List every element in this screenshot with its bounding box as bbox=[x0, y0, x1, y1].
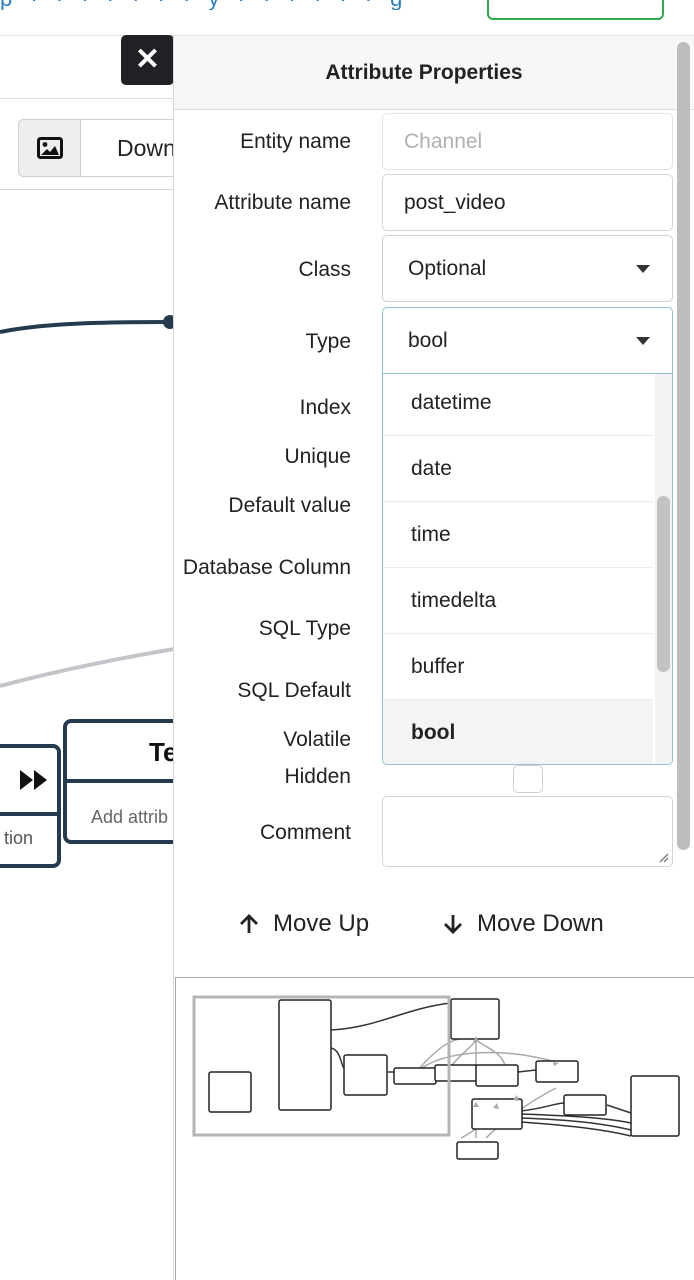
close-panel-button[interactable]: ✕ bbox=[121, 35, 174, 85]
type-label: Type bbox=[305, 330, 351, 353]
attribute-name-label: Attribute name bbox=[214, 191, 351, 214]
entity-card-header bbox=[0, 748, 57, 816]
entity-name-field bbox=[382, 113, 673, 170]
entity-card[interactable]: tion bbox=[0, 744, 61, 868]
panel-title: Attribute Properties bbox=[174, 36, 694, 110]
divider bbox=[0, 189, 180, 190]
download-label: Down bbox=[117, 135, 176, 161]
dropdown-scrollbar-thumb[interactable] bbox=[657, 496, 670, 672]
top-bar: p · · · · · · · y · · · · · · g · · bbox=[0, 0, 694, 36]
default-value-label: Default value bbox=[228, 494, 351, 517]
add-attribute-link[interactable]: Add attrib bbox=[91, 807, 169, 827]
index-label: Index bbox=[299, 396, 351, 419]
entity-card-footer[interactable]: tion bbox=[4, 828, 34, 848]
comment-textarea[interactable] bbox=[382, 796, 673, 867]
panel-scrollbar[interactable] bbox=[675, 38, 692, 882]
type-option[interactable]: datetime bbox=[383, 374, 653, 436]
relationship-line-gray bbox=[0, 646, 180, 688]
type-option[interactable]: time bbox=[383, 502, 653, 568]
hidden-checkbox[interactable] bbox=[513, 765, 543, 793]
minimap[interactable] bbox=[175, 977, 694, 1280]
top-link-fragment[interactable]: p · · · · · · · y · · · · · · g · · bbox=[0, 0, 420, 10]
comment-label: Comment bbox=[259, 821, 351, 844]
panel-scrollbar-thumb[interactable] bbox=[677, 42, 690, 850]
attribute-name-field[interactable] bbox=[382, 174, 673, 231]
move-down-label: Move Down bbox=[477, 910, 604, 937]
close-icon: ✕ bbox=[134, 43, 161, 76]
type-option[interactable]: buffer bbox=[383, 634, 653, 700]
type-option-selected[interactable]: bool bbox=[383, 700, 653, 764]
unique-label: Unique bbox=[284, 445, 351, 468]
resize-grip-icon[interactable] bbox=[659, 853, 669, 863]
type-option[interactable]: date bbox=[383, 436, 653, 502]
fast-forward-icon bbox=[19, 770, 47, 790]
move-down-button[interactable]: Move Down bbox=[441, 904, 604, 944]
type-select-value: bool bbox=[408, 328, 448, 352]
dropdown-scrollbar[interactable] bbox=[655, 374, 672, 764]
database-column-label: Database Column bbox=[182, 556, 351, 579]
move-up-label: Move Up bbox=[273, 910, 370, 937]
class-select-value: Optional bbox=[408, 256, 487, 280]
type-option[interactable]: timedelta bbox=[383, 568, 653, 634]
download-image-button[interactable]: Down bbox=[18, 119, 188, 177]
entity-card-title: Te bbox=[67, 723, 199, 783]
minimap-diagram bbox=[192, 995, 680, 1160]
attribute-properties-panel: Attribute Properties Entity name Attribu… bbox=[173, 36, 694, 1280]
arrow-up-icon bbox=[240, 914, 258, 933]
sql-default-label: SQL Default bbox=[237, 679, 351, 702]
type-select[interactable]: bool bbox=[382, 307, 673, 374]
class-select[interactable]: Optional bbox=[382, 235, 673, 302]
volatile-label: Volatile bbox=[283, 728, 351, 751]
image-icon bbox=[19, 120, 81, 176]
entity-name-label: Entity name bbox=[240, 130, 351, 153]
caret-down-icon bbox=[636, 336, 650, 345]
minimap-viewport[interactable] bbox=[192, 995, 451, 1137]
type-options-list: datetime date time timedelta buffer bool bbox=[383, 374, 653, 764]
top-action-button[interactable] bbox=[487, 0, 664, 20]
sql-type-label: SQL Type bbox=[258, 617, 351, 640]
arrow-down-icon bbox=[444, 915, 462, 934]
caret-down-icon bbox=[636, 264, 650, 273]
move-up-button[interactable]: Move Up bbox=[237, 904, 369, 944]
class-label: Class bbox=[298, 258, 351, 281]
relationship-line-dark bbox=[0, 320, 169, 334]
type-dropdown[interactable]: datetime date time timedelta buffer bool bbox=[382, 374, 673, 765]
hidden-label: Hidden bbox=[284, 765, 351, 788]
